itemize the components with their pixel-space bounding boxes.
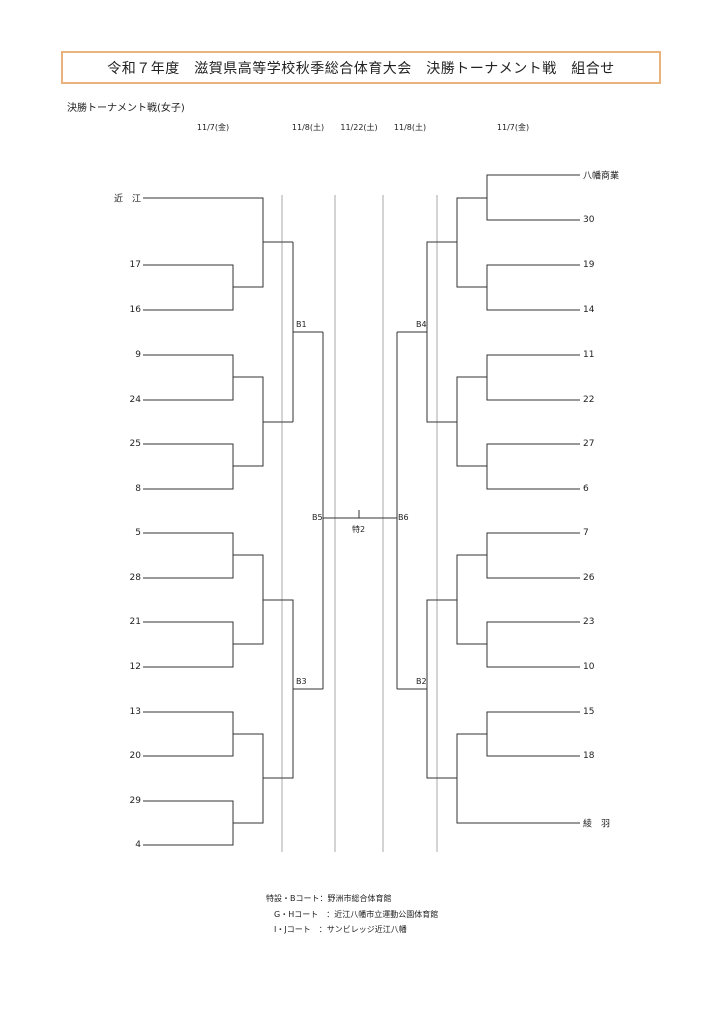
right-team: 7 — [583, 528, 589, 538]
date-round1-right: 11/7(金) — [496, 123, 530, 132]
left-team: 17 — [129, 260, 141, 270]
page-title: 令和７年度 滋賀県高等学校秋季総合体育大会 決勝トーナメント戦 組合せ — [61, 51, 661, 84]
match-label-b1: B1 — [296, 320, 307, 329]
left-team: 21 — [129, 617, 141, 627]
match-label-b2: B2 — [416, 677, 427, 686]
left-team: 13 — [129, 707, 141, 717]
match-label-b4: B4 — [416, 320, 427, 329]
section-title: 決勝トーナメント戦(女子) — [67, 103, 185, 114]
left-team: 5 — [135, 528, 141, 538]
left-team: 近 江 — [113, 194, 141, 205]
right-team: 23 — [583, 617, 595, 627]
right-team: 18 — [583, 751, 595, 761]
left-team: 24 — [129, 395, 141, 405]
right-team: 6 — [583, 484, 589, 494]
right-team: 15 — [583, 707, 595, 717]
left-team: 9 — [135, 350, 141, 360]
left-team: 29 — [129, 796, 141, 806]
venue-line: 特設・Bコート：野洲市総合体育館 — [266, 894, 392, 903]
right-team: 26 — [583, 573, 595, 583]
right-team: 綾 羽 — [583, 819, 611, 830]
right-team: 22 — [583, 395, 595, 405]
right-team: 14 — [583, 305, 595, 315]
left-team: 12 — [129, 662, 141, 672]
match-label-b3: B3 — [296, 677, 307, 686]
date-round3-right: 11/8(土) — [393, 123, 427, 132]
match-label-final: 特2 — [352, 525, 366, 534]
venue-line: G・Hコート ：近江八幡市立運動公園体育館 — [266, 910, 439, 919]
left-team: 16 — [129, 305, 141, 315]
match-label-b6: B6 — [398, 513, 409, 522]
left-team: 25 — [129, 439, 141, 449]
date-round3-left: 11/8(土) — [291, 123, 325, 132]
left-team: 8 — [135, 484, 141, 494]
right-team: 10 — [583, 662, 595, 672]
date-final: 11/22(土) — [340, 123, 378, 132]
right-team: 30 — [583, 215, 595, 225]
right-team: 11 — [583, 350, 595, 360]
right-team: 19 — [583, 260, 595, 270]
right-team: 八幡商業 — [583, 171, 620, 182]
match-label-b5: B5 — [312, 513, 323, 522]
left-team: 20 — [129, 751, 141, 761]
date-round1-left: 11/7(金) — [196, 123, 230, 132]
left-team: 4 — [135, 840, 141, 850]
venue-line: I・Jコート ：サンビレッジ近江八幡 — [266, 925, 407, 934]
right-team: 27 — [583, 439, 595, 449]
left-team: 28 — [129, 573, 141, 583]
